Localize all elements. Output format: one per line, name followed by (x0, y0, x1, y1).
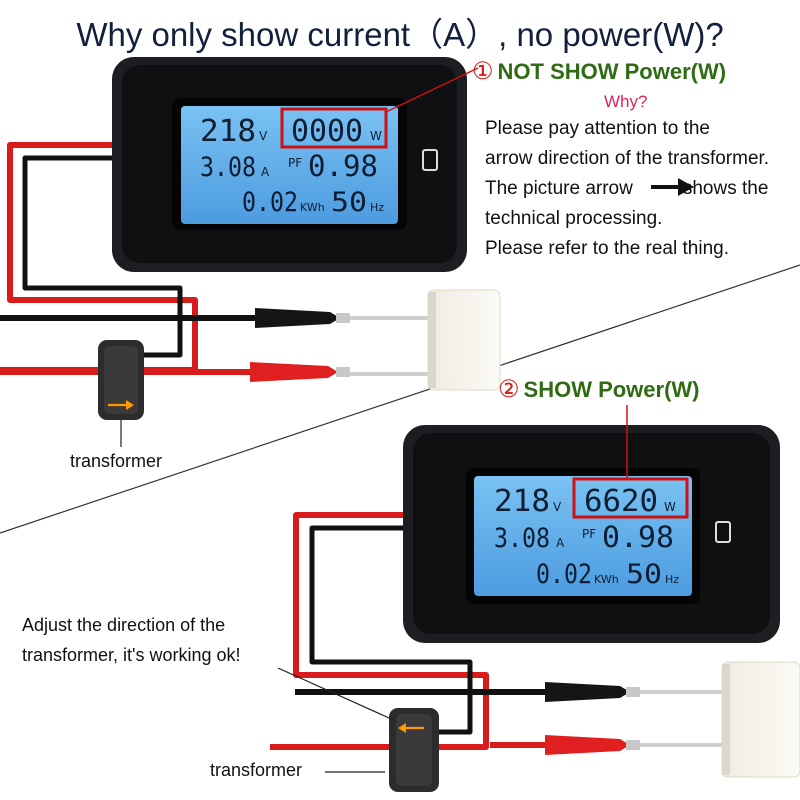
lcd-frequency: 50 (331, 187, 367, 218)
power-meter-bottom: 218 V 6620 W 3.08 A PF 0.98 0.02 KWh 50 … (403, 425, 780, 643)
lcd-frequency: 50 (626, 559, 662, 590)
transformer-bottom (277, 667, 439, 792)
lcd-energy: 0.02 (242, 187, 298, 218)
lcd-current-unit: A (556, 536, 565, 550)
alligator-clip-red-top (250, 362, 350, 382)
adjust-line-1: Adjust the direction of the (22, 615, 226, 635)
lcd-pf: 0.98 (308, 149, 378, 183)
note-line-4: technical processing. (485, 208, 663, 229)
power-highlight-box-top (280, 107, 388, 149)
power-highlight-box-bottom (572, 477, 689, 519)
note-line-2: arrow direction of the transformer. (485, 148, 770, 169)
alligator-clip-black-bottom (545, 682, 640, 702)
lcd-voltage: 218 (200, 114, 256, 149)
circled-number-2: ② (498, 376, 520, 403)
lcd-power-unit: W (370, 129, 382, 143)
lcd-screen-bottom (474, 476, 692, 596)
transformer-label-top: transformer (70, 451, 163, 471)
note-line-3b: shows the (682, 178, 769, 199)
diagonal-divider (0, 264, 800, 534)
wires-bottom (270, 512, 725, 750)
lcd-energy: 0.02 (536, 559, 592, 590)
lcd-energy-unit: KWh (594, 573, 619, 586)
plug-top (427, 289, 501, 391)
lcd-power: 6620 (584, 484, 658, 519)
power-meter-top: 218 V 0000 W 3.08 A PF 0.98 0.02 KWh 50 … (112, 57, 467, 272)
section1-heading-text: NOT SHOW Power(W) (497, 59, 727, 84)
alligator-clip-red-bottom (545, 735, 640, 755)
transformer-label-bottom: transformer (210, 760, 303, 780)
lcd-frequency-unit: Hz (370, 201, 384, 214)
circled-number-1: ① (472, 58, 494, 85)
lcd-voltage-unit: V (259, 129, 268, 143)
lcd-voltage: 218 (494, 484, 550, 519)
lcd-current-unit: A (261, 165, 270, 179)
explanation-note: Please pay attention to the arrow direct… (485, 114, 769, 264)
why-label: Why? (604, 92, 648, 111)
lcd-screen-top (181, 106, 398, 224)
lcd-pf-label: PF (582, 527, 596, 541)
lcd-current: 3.08 (200, 152, 256, 183)
lcd-energy-unit: KWh (300, 201, 325, 214)
note-line-1: Please pay attention to the (485, 118, 710, 139)
note-line-5: Please refer to the real thing. (485, 238, 729, 259)
page-title: Why only show current（A）, no power(W)? (76, 16, 724, 53)
lcd-frequency-unit: Hz (665, 573, 679, 586)
lcd-power: 0000 (291, 114, 363, 149)
plug-bottom (721, 661, 800, 778)
note-line-3: The picture arrow shows the (485, 174, 769, 204)
callout-line-top (385, 67, 479, 113)
adjust-note: Adjust the direction of the transformer,… (22, 610, 241, 670)
lcd-pf-label: PF (288, 156, 302, 170)
adjust-line-2: transformer, it's working ok! (22, 645, 241, 665)
lcd-current: 3.08 (494, 523, 550, 554)
transformer-top (98, 340, 144, 447)
lcd-power-unit: W (664, 500, 676, 514)
note-line-3a: The picture arrow (485, 178, 633, 199)
lcd-pf: 0.98 (602, 520, 674, 554)
lcd-voltage-unit: V (553, 500, 562, 514)
direction-arrow-icon (651, 178, 694, 196)
section2-heading-text: SHOW Power(W) (523, 377, 700, 402)
alligator-clip-black-top (255, 308, 350, 328)
